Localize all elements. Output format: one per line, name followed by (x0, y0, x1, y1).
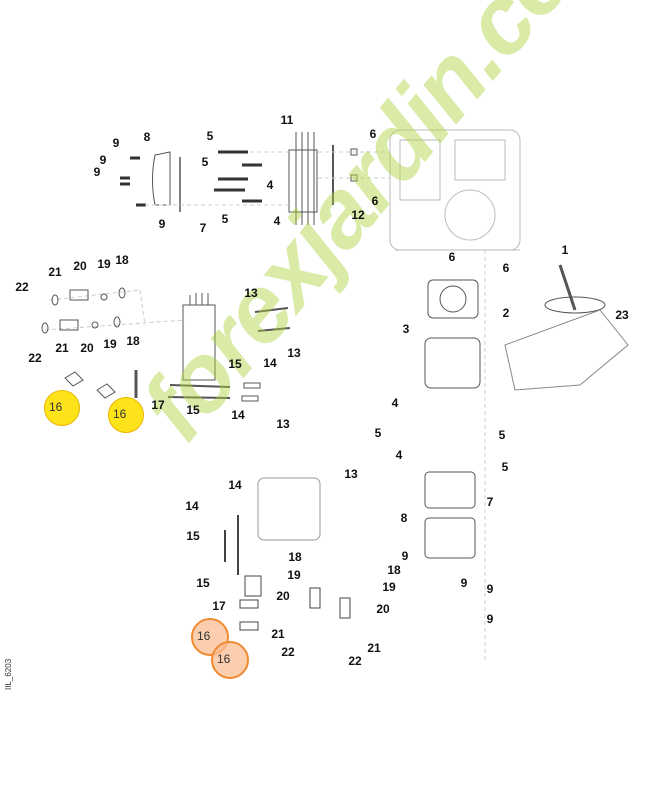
cylinder-head-bottom (224, 477, 351, 631)
part-label-17[interactable]: 17 (151, 398, 165, 412)
part-label-13[interactable]: 13 (276, 417, 290, 431)
camshaft-and-gasket (424, 264, 629, 559)
part-label-22[interactable]: 22 (15, 280, 29, 294)
part-label-5[interactable]: 5 (206, 129, 214, 143)
bolts-top (120, 150, 262, 207)
part-label-20[interactable]: 20 (73, 259, 87, 273)
part-label-6[interactable]: 6 (502, 261, 510, 275)
part-label-9[interactable]: 9 (401, 549, 409, 563)
part-label-19[interactable]: 19 (382, 580, 396, 594)
highlight-label: 16 (49, 400, 63, 414)
part-label-9[interactable]: 9 (93, 165, 101, 179)
part-label-7[interactable]: 7 (486, 495, 494, 509)
part-label-8[interactable]: 8 (143, 130, 151, 144)
part-label-21[interactable]: 21 (48, 265, 62, 279)
part-label-9[interactable]: 9 (486, 582, 494, 596)
part-label-5[interactable]: 5 (501, 460, 509, 474)
part-label-18[interactable]: 18 (288, 550, 302, 564)
valve-cover-top (152, 151, 181, 212)
part-label-15[interactable]: 15 (186, 529, 200, 543)
part-label-4[interactable]: 4 (391, 396, 399, 410)
part-label-11[interactable]: 11 (280, 113, 294, 127)
part-label-19[interactable]: 19 (287, 568, 301, 582)
part-label-9[interactable]: 9 (486, 612, 494, 626)
part-label-9[interactable]: 9 (158, 217, 166, 231)
part-label-21[interactable]: 21 (55, 341, 69, 355)
part-label-8[interactable]: 8 (400, 511, 408, 525)
engine-block (389, 129, 521, 251)
highlight-label: 16 (197, 629, 211, 643)
part-label-14[interactable]: 14 (185, 499, 199, 513)
part-label-13[interactable]: 13 (344, 467, 358, 481)
part-label-18[interactable]: 18 (126, 334, 140, 348)
part-label-20[interactable]: 20 (80, 341, 94, 355)
part-label-12[interactable]: 12 (351, 208, 365, 222)
part-label-18[interactable]: 18 (387, 563, 401, 577)
part-label-14[interactable]: 14 (231, 408, 245, 422)
part-label-13[interactable]: 13 (244, 286, 258, 300)
part-label-6[interactable]: 6 (371, 194, 379, 208)
part-label-4[interactable]: 4 (395, 448, 403, 462)
part-label-5[interactable]: 5 (374, 426, 382, 440)
highlight-label: 16 (217, 652, 231, 666)
part-label-15[interactable]: 15 (196, 576, 210, 590)
part-label-20[interactable]: 20 (376, 602, 390, 616)
part-label-21[interactable]: 21 (271, 627, 285, 641)
part-label-6[interactable]: 6 (369, 127, 377, 141)
cylinder-head-middle (41, 287, 291, 402)
part-label-22[interactable]: 22 (348, 654, 362, 668)
part-label-4[interactable]: 4 (273, 214, 281, 228)
part-label-6[interactable]: 6 (448, 250, 456, 264)
part-label-9[interactable]: 9 (99, 153, 107, 167)
leader-lines-dashed (44, 151, 486, 660)
illustration-reference: IIL_6203 (4, 658, 13, 690)
part-label-5[interactable]: 5 (221, 212, 229, 226)
part-label-7[interactable]: 7 (199, 221, 207, 235)
part-label-2[interactable]: 2 (502, 306, 510, 320)
part-label-14[interactable]: 14 (228, 478, 242, 492)
part-label-22[interactable]: 22 (281, 645, 295, 659)
part-label-22[interactable]: 22 (28, 351, 42, 365)
part-label-23[interactable]: 23 (615, 308, 629, 322)
part-label-5[interactable]: 5 (498, 428, 506, 442)
highlight-label: 16 (113, 407, 127, 421)
highlighted-part-16[interactable]: 16 (44, 390, 80, 426)
part-label-9[interactable]: 9 (460, 576, 468, 590)
part-label-15[interactable]: 15 (186, 403, 200, 417)
highlighted-part-16[interactable]: 16 (211, 641, 249, 679)
part-label-19[interactable]: 19 (97, 257, 111, 271)
part-label-9[interactable]: 9 (112, 136, 120, 150)
part-label-19[interactable]: 19 (103, 337, 117, 351)
part-label-18[interactable]: 18 (115, 253, 129, 267)
part-label-21[interactable]: 21 (367, 641, 381, 655)
part-label-20[interactable]: 20 (276, 589, 290, 603)
part-label-15[interactable]: 15 (228, 357, 242, 371)
part-label-5[interactable]: 5 (201, 155, 209, 169)
part-label-1[interactable]: 1 (561, 243, 569, 257)
part-label-3[interactable]: 3 (402, 322, 410, 336)
cylinder-head-top (288, 132, 358, 225)
part-label-13[interactable]: 13 (287, 346, 301, 360)
part-label-14[interactable]: 14 (263, 356, 277, 370)
part-label-4[interactable]: 4 (266, 178, 274, 192)
part-label-17[interactable]: 17 (212, 599, 226, 613)
highlighted-part-16[interactable]: 16 (108, 397, 144, 433)
